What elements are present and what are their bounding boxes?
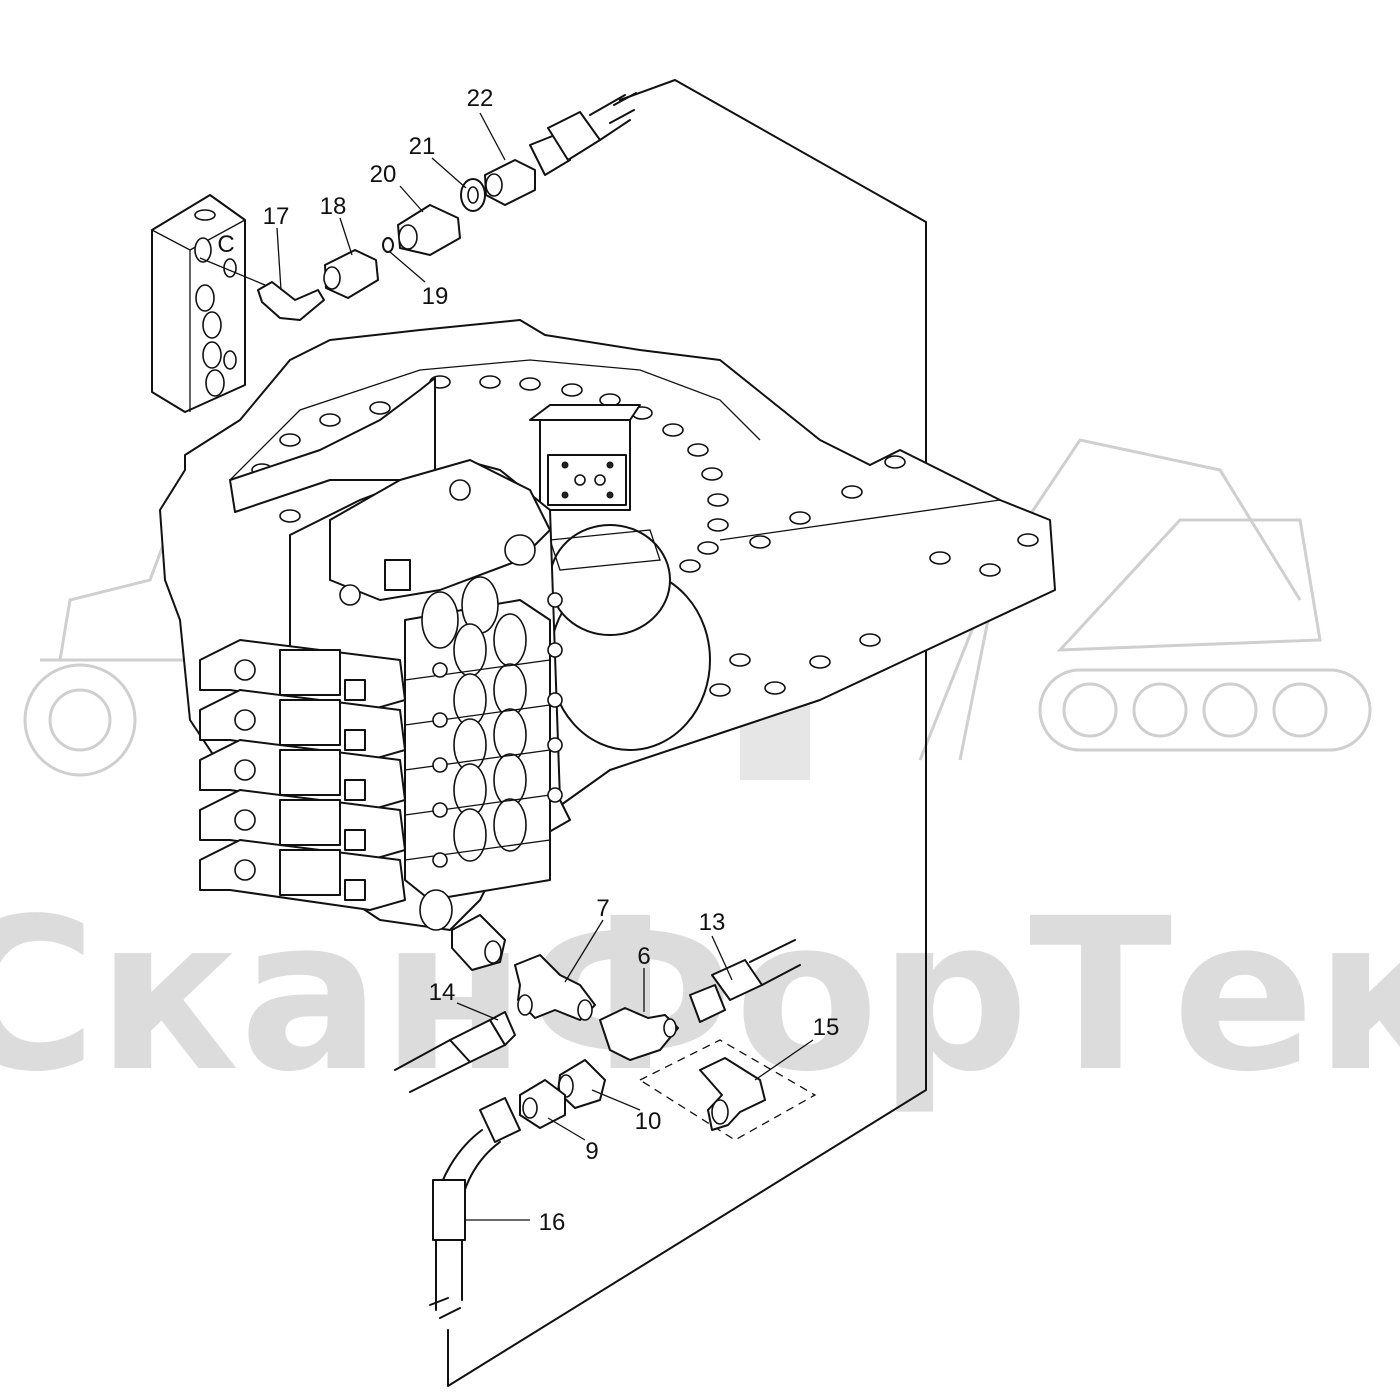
callout-18: 18 xyxy=(320,193,347,220)
callout-15: 15 xyxy=(813,1014,840,1041)
assembly-boundary-line xyxy=(447,79,927,1387)
hose-top xyxy=(589,94,631,141)
valve-sections xyxy=(404,576,563,931)
callout-21: 21 xyxy=(409,133,436,160)
callout-16: 16 xyxy=(539,1209,566,1236)
callout-13: 13 xyxy=(699,909,726,936)
callout-7: 7 xyxy=(596,895,609,922)
callout-9: 9 xyxy=(585,1138,598,1165)
hose-crimp-sleeve xyxy=(432,1179,466,1241)
control-valve-block xyxy=(199,459,571,931)
callout-19: 19 xyxy=(422,283,449,310)
leader-port-c xyxy=(199,257,266,286)
callout-6: 6 xyxy=(637,943,650,970)
hose-left xyxy=(394,1039,471,1093)
callout-14: 14 xyxy=(429,979,456,1006)
tee-fitting xyxy=(514,954,596,1021)
callout-labels: 22 21 20 18 17 19 7 13 6 14 15 10 9 16 xyxy=(263,85,840,1236)
port-c-label: C xyxy=(217,231,234,258)
hose-end-bottom xyxy=(479,1097,521,1143)
manifold-block: C xyxy=(151,194,246,413)
callout-20: 20 xyxy=(370,161,397,188)
hose-bottom xyxy=(435,1239,463,1311)
break-marks-top xyxy=(609,92,637,124)
elbow-fitting xyxy=(257,281,325,321)
hose-right xyxy=(749,939,801,986)
o-ring xyxy=(382,237,394,253)
optional-part-box xyxy=(638,1039,817,1141)
swing-motor xyxy=(529,404,711,751)
hose-nut-right xyxy=(689,984,726,1023)
elbow-adapter xyxy=(599,1007,679,1061)
top-fittings xyxy=(199,94,631,321)
callout-leaders xyxy=(276,112,814,1221)
callout-22: 22 xyxy=(467,85,494,112)
break-marks-bottom xyxy=(429,1297,461,1319)
spool-ends xyxy=(199,639,406,911)
bottom-fittings xyxy=(394,914,817,1319)
mounting-bracket xyxy=(229,377,436,513)
callout-10: 10 xyxy=(635,1108,662,1135)
callout-17: 17 xyxy=(263,203,290,230)
